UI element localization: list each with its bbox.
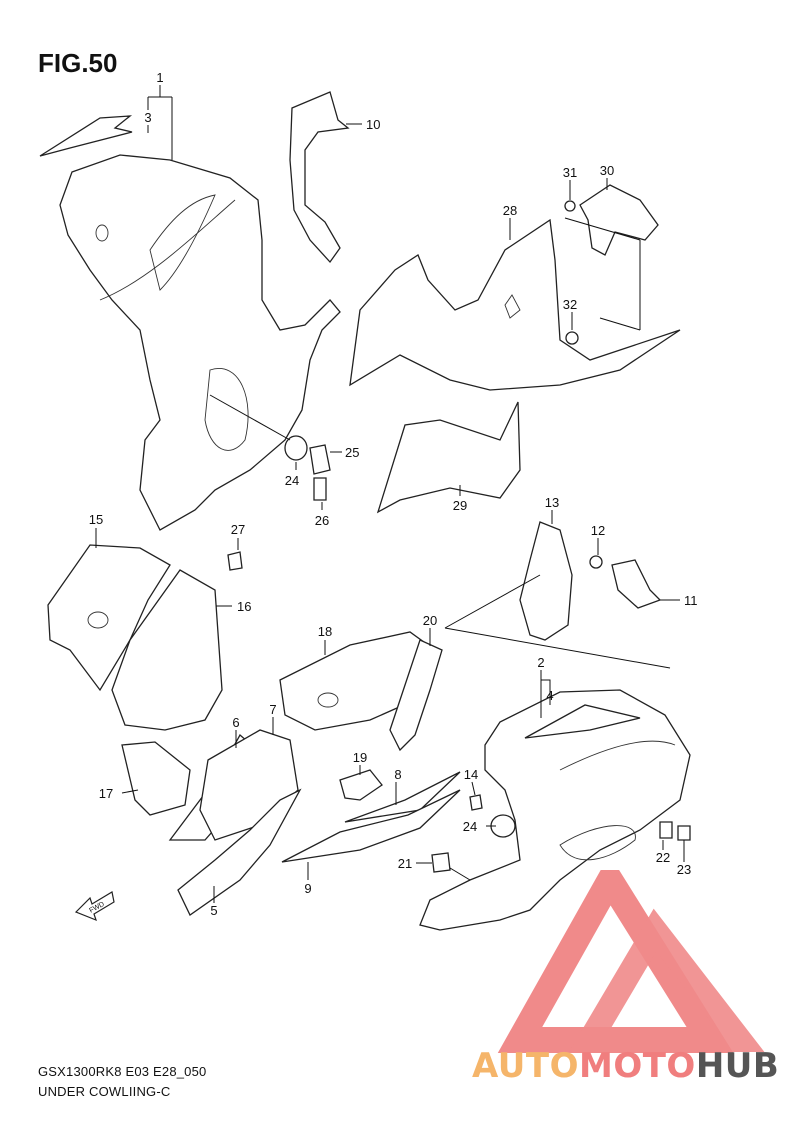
part-27-screw bbox=[227, 551, 243, 571]
watermark-hub: HUB bbox=[695, 1046, 780, 1086]
callout-6: 6 bbox=[232, 715, 239, 730]
callout-17: 17 bbox=[99, 786, 113, 801]
callout-2: 2 bbox=[537, 655, 544, 670]
callout-10: 10 bbox=[366, 117, 380, 132]
part-1-lower-pocket bbox=[204, 368, 249, 451]
part-22-washer bbox=[659, 821, 673, 839]
figure-title: FIG.50 bbox=[38, 48, 118, 78]
part-2-under-cowl bbox=[419, 689, 691, 931]
part-32-screw bbox=[565, 331, 579, 345]
callout-1: 1 bbox=[156, 70, 163, 85]
callout-11: 11 bbox=[684, 593, 698, 608]
part-2-upper-edge bbox=[559, 740, 676, 771]
callout-12: 12 bbox=[591, 523, 605, 538]
part-12-screw bbox=[589, 555, 603, 569]
automotohub-logo-icon bbox=[497, 870, 765, 1053]
callout-19: 19 bbox=[353, 750, 367, 765]
part-2-vent bbox=[559, 825, 636, 861]
part-30-bracket bbox=[579, 184, 659, 256]
callout-25: 25 bbox=[345, 445, 359, 460]
callout-24b: 24 bbox=[463, 819, 477, 834]
callout-16: 16 bbox=[237, 599, 251, 614]
part-8-strip bbox=[344, 771, 461, 823]
part-28-lower-panel bbox=[349, 218, 681, 391]
callout-14: 14 bbox=[464, 767, 478, 782]
part-1-side-cowling bbox=[59, 154, 341, 531]
callout-4: 4 bbox=[546, 688, 553, 703]
callout-3: 3 bbox=[144, 110, 151, 125]
part-21-nut bbox=[431, 852, 451, 873]
part-26-bolt bbox=[313, 477, 327, 501]
part-24-grommet bbox=[284, 435, 308, 461]
watermark-brand: AUTOMOTOHUB bbox=[472, 1046, 779, 1086]
callout-28: 28 bbox=[503, 203, 517, 218]
part-28-bracket bbox=[504, 294, 521, 319]
callout-31: 31 bbox=[563, 165, 577, 180]
part-31-screw bbox=[564, 200, 576, 212]
part-1-inner-line bbox=[99, 199, 236, 301]
part-29-pad bbox=[376, 401, 521, 514]
part-9-strip bbox=[281, 789, 461, 863]
callout-26: 26 bbox=[315, 513, 329, 528]
callout-29: 29 bbox=[453, 498, 467, 513]
part-15-hole bbox=[87, 611, 109, 629]
part-4-trim bbox=[524, 704, 641, 739]
figure-caption: UNDER COWLIING-C bbox=[38, 1084, 171, 1099]
callout-7: 7 bbox=[269, 702, 276, 717]
callout-23: 23 bbox=[677, 862, 691, 877]
callout-20: 20 bbox=[423, 613, 437, 628]
part-1-hole bbox=[95, 224, 109, 242]
callout-9: 9 bbox=[304, 881, 311, 896]
callout-21: 21 bbox=[398, 856, 412, 871]
callout-18: 18 bbox=[318, 624, 332, 639]
callout-22: 22 bbox=[656, 850, 670, 865]
part-10-duct bbox=[289, 91, 350, 264]
callout-15: 15 bbox=[89, 512, 103, 527]
part-7-strip bbox=[199, 729, 299, 841]
model-code: GSX1300RK8 E03 E28_050 bbox=[38, 1064, 207, 1079]
part-25-nut bbox=[309, 444, 331, 475]
part-14-screw bbox=[469, 794, 483, 811]
part-20-seal bbox=[389, 639, 443, 752]
watermark-auto: AUTO bbox=[472, 1046, 579, 1086]
callout-13: 13 bbox=[545, 495, 559, 510]
part-15-cover bbox=[47, 544, 171, 692]
part-5-strip bbox=[177, 788, 302, 916]
part-19-tube bbox=[339, 769, 383, 801]
part-23-screw bbox=[677, 825, 691, 841]
part-11-bracket bbox=[611, 559, 662, 609]
part-16-cover bbox=[111, 569, 223, 731]
callout-5: 5 bbox=[210, 903, 217, 918]
fwd-arrow-icon: FWD bbox=[74, 891, 115, 922]
callout-32: 32 bbox=[563, 297, 577, 312]
callout-8: 8 bbox=[394, 767, 401, 782]
part-13-bracket bbox=[519, 521, 573, 641]
callout-27: 27 bbox=[231, 522, 245, 537]
part-18-hole bbox=[317, 692, 339, 708]
callout-30: 30 bbox=[600, 163, 614, 178]
part-3-trim bbox=[39, 115, 133, 157]
callout-numbers: 1 3 10 31 30 28 32 25 24 26 29 27 13 12 … bbox=[89, 70, 698, 918]
part-17-panel bbox=[121, 741, 191, 816]
callout-24: 24 bbox=[285, 473, 299, 488]
part-1-opening bbox=[149, 194, 216, 291]
leader-lines bbox=[95, 85, 685, 903]
watermark-moto: MOTO bbox=[578, 1046, 696, 1086]
